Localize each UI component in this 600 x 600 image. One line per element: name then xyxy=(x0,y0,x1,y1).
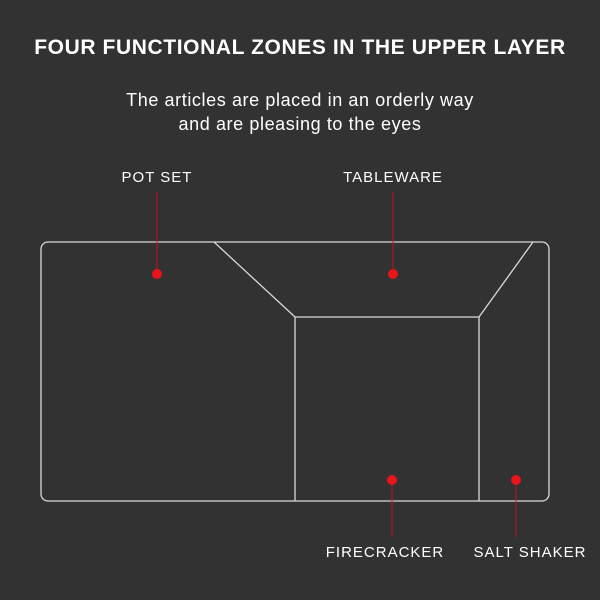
subtitle-line-2: and are pleasing to the eyes xyxy=(178,114,422,134)
salt-shaker-label: SALT SHAKER xyxy=(473,544,587,561)
salt-shaker-marker xyxy=(511,475,521,485)
tableware-right-edge xyxy=(478,241,534,318)
pot-set-label: POT SET xyxy=(121,169,193,186)
page-title: FOUR FUNCTIONAL ZONES IN THE UPPER LAYER xyxy=(34,36,566,59)
subtitle-line-1: The articles are placed in an orderly wa… xyxy=(126,90,474,110)
tableware-label: TABLEWARE xyxy=(343,169,443,186)
tableware-left-edge xyxy=(213,241,296,318)
page-subtitle: The articles are placed in an orderly wa… xyxy=(0,88,600,136)
firecracker-label: FIRECRACKER xyxy=(325,544,445,561)
pot-set-marker xyxy=(152,269,162,279)
tableware-marker xyxy=(388,269,398,279)
firecracker-marker xyxy=(387,475,397,485)
